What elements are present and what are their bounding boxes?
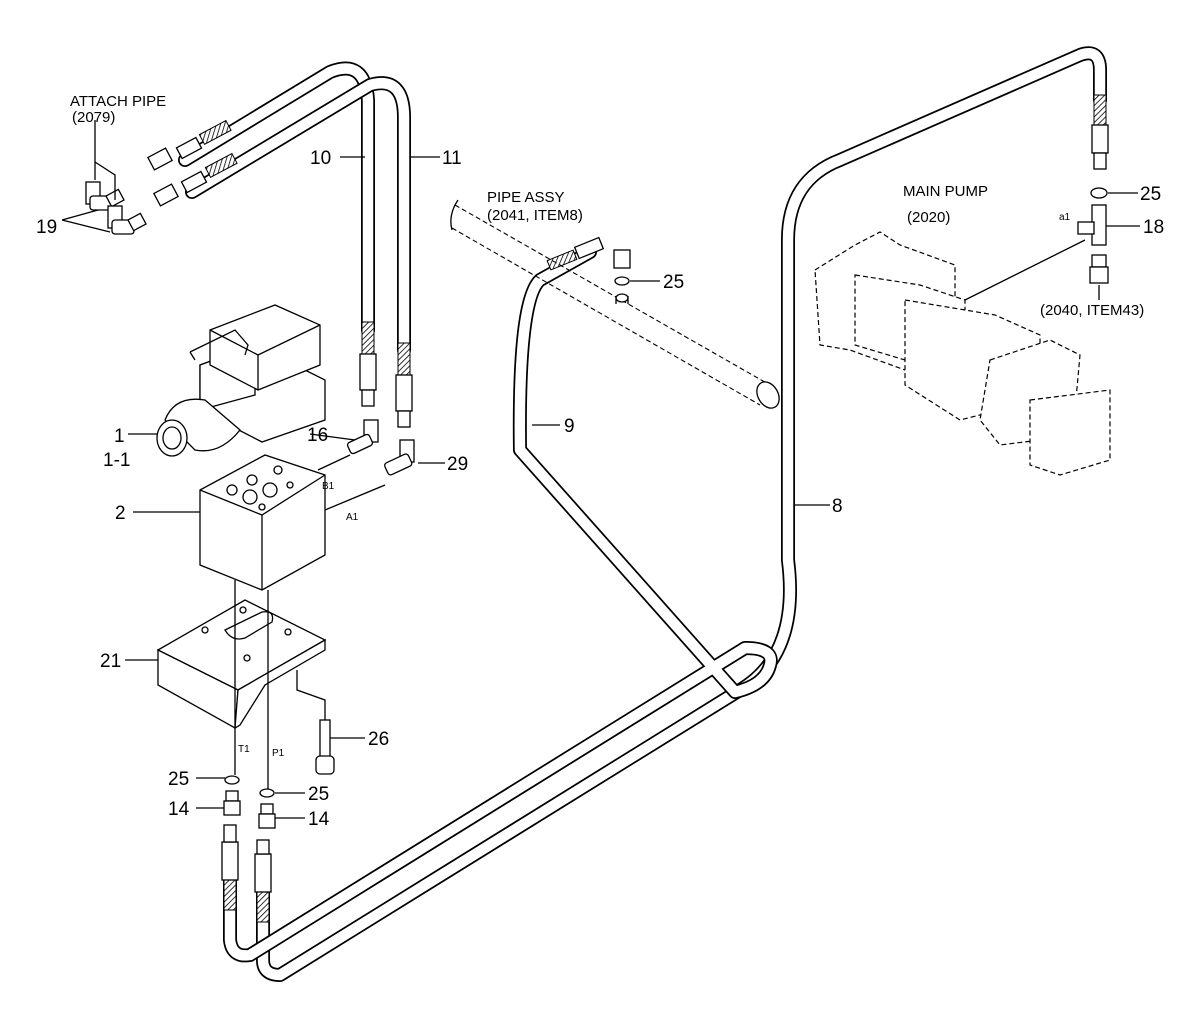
elbow-16 [346, 419, 379, 455]
callout-8: 8 [832, 496, 843, 517]
adapter-2040 [1089, 254, 1109, 284]
adapter-14-left [223, 790, 241, 816]
bracket [156, 599, 327, 730]
hose-9 [223, 245, 778, 963]
callout-14-right: 14 [308, 809, 330, 830]
attach-pipe-label: ATTACH PIPE [70, 93, 166, 110]
callout-16: 16 [307, 425, 328, 446]
hose-10 [178, 61, 375, 337]
valve-block [199, 454, 326, 591]
ref-2040-label: (2040, ITEM43) [1040, 302, 1144, 319]
pipe-assy [450, 199, 780, 409]
o-ring-25-left [224, 775, 240, 785]
port-b1: B1 [322, 481, 335, 492]
adapter-14-right [258, 803, 276, 829]
tee-18 [1077, 204, 1107, 246]
callout-11: 11 [442, 148, 462, 169]
o-ring-25-pump [1090, 187, 1108, 199]
hose-11 [185, 76, 412, 357]
callout-19: 19 [36, 217, 57, 238]
main-pump-label: MAIN PUMP [903, 183, 988, 200]
callout-21: 21 [100, 651, 121, 672]
solenoid-valve [156, 304, 326, 457]
port-t1: T1 [238, 744, 250, 755]
callout-25-pump: 25 [1140, 184, 1161, 205]
leader-lines [61, 120, 1140, 819]
callout-9: 9 [564, 416, 575, 437]
main-pump-code: (2020) [907, 209, 950, 226]
port-p1: P1 [272, 748, 285, 759]
pipe-assy-code: (2041, ITEM8) [487, 207, 583, 224]
callout-25-right: 25 [308, 784, 329, 805]
main-pump [814, 231, 1111, 476]
callout-14-left: 14 [168, 799, 190, 820]
hose-fittings [147, 94, 1109, 923]
callout-10: 10 [310, 148, 331, 169]
bolt-26 [315, 719, 335, 775]
callout-2: 2 [115, 503, 126, 524]
assembly-lines [234, 454, 386, 790]
attach-pipe-code: (2079) [72, 109, 115, 126]
callout-25-left: 25 [168, 769, 189, 790]
o-ring-25-right [259, 788, 275, 798]
elbow-29 [384, 439, 415, 476]
elbow-19-lower [107, 205, 147, 235]
hose-8 [256, 46, 1107, 982]
callout-18: 18 [1143, 217, 1164, 238]
o-ring-25-pipe [613, 249, 631, 286]
callout-29: 29 [447, 454, 468, 475]
port-a1-pump: a1 [1059, 212, 1071, 223]
callout-26: 26 [368, 729, 389, 750]
pipe-assy-label: PIPE ASSY [487, 189, 565, 206]
callout-25-pipe: 25 [663, 272, 684, 293]
port-a1: A1 [346, 512, 359, 523]
callout-1-1: 1-1 [103, 450, 130, 471]
callout-1: 1 [114, 426, 125, 447]
